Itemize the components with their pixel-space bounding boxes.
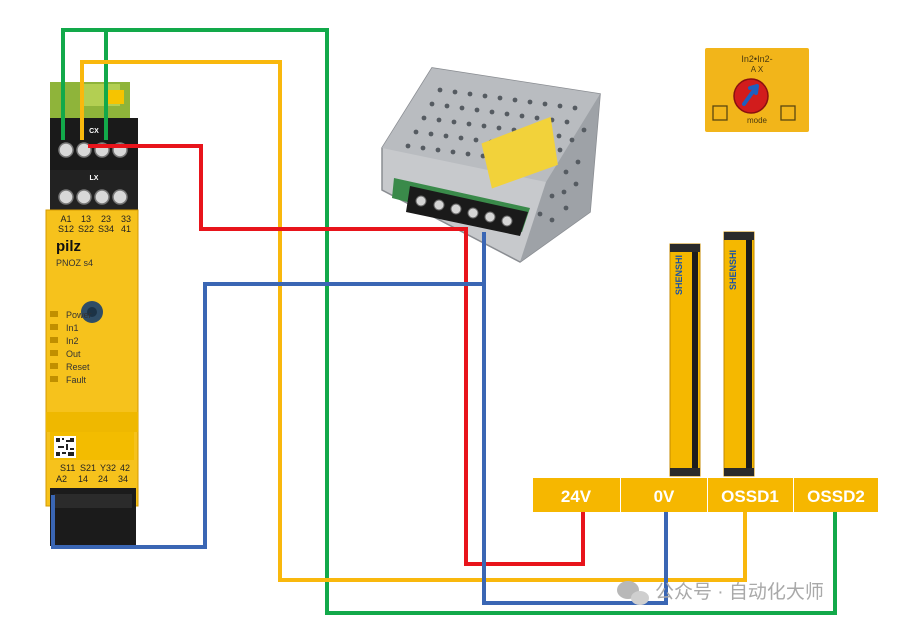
mode-switch-right-symbol-icon [780, 105, 796, 121]
wire-red [88, 144, 585, 566]
relay-brand: pilz [56, 238, 81, 255]
terminal-label-ossd2: OSSD2 [807, 487, 865, 506]
relay-led-fault: Fault [66, 375, 87, 385]
watermark: 公众号 · 自动化大师 [617, 581, 824, 605]
relay-terminal-24: 24 [98, 474, 108, 484]
terminal-ossd2 [794, 478, 878, 512]
relay-terminal-14: 14 [78, 474, 88, 484]
mode-switch: In2•In2- A X mode [705, 48, 809, 132]
relay-terminal-s34: S34 [98, 224, 114, 234]
mode-switch-label-ax: A X [751, 65, 764, 74]
watermark-text: 公众号 · 自动化大师 [655, 581, 824, 603]
terminal-24v [533, 478, 620, 512]
relay-group-label-1: CX [89, 128, 99, 135]
mode-switch-left-symbol-icon [712, 105, 728, 121]
terminal-label-ossd1: OSSD1 [721, 487, 779, 506]
relay-terminal-33: 33 [121, 214, 131, 224]
relay-terminal-34: 34 [118, 474, 128, 484]
wires [51, 28, 837, 615]
mode-switch-mode-label: mode [747, 116, 768, 125]
mode-arrow-icon [742, 84, 759, 106]
relay-terminal-a2: A2 [56, 474, 67, 484]
light-curtain-emitter-brand: SHENSHI [674, 255, 684, 295]
relay-lower-band [46, 412, 138, 432]
terminal-ossd1 [708, 478, 793, 512]
light-curtain-emitter: SHENSHI [669, 243, 701, 477]
wire-green [61, 28, 837, 615]
wechat-icon [617, 581, 649, 605]
safety-relay: CX LX A1 13 23 33 S12 S22 S34 41 pilz PN… [45, 82, 139, 546]
relay-terminal-13: 13 [81, 214, 91, 224]
power-supply-label-sticker [481, 116, 558, 189]
relay-led-in1: In1 [66, 323, 79, 333]
relay-led-out: Out [66, 349, 81, 359]
power-supply [381, 67, 601, 263]
wire-yellow [80, 60, 747, 582]
relay-group-label-2: LX [90, 175, 99, 182]
relay-led-in2: In2 [66, 336, 79, 346]
power-supply-terminal-strip [406, 186, 528, 236]
terminal-label-0v: 0V [654, 487, 675, 506]
relay-top-tab [108, 90, 124, 104]
mode-switch-label-in: In2•In2- [741, 54, 772, 64]
relay-led-power: Power [66, 310, 92, 320]
relay-terminal-s21: S21 [80, 463, 96, 473]
relay-terminal-23: 23 [101, 214, 111, 224]
terminal-label-24v: 24V [561, 487, 592, 506]
qr-code-icon [54, 436, 76, 458]
relay-led-column [50, 311, 58, 382]
light-curtain: SHENSHI SHENSHI [669, 231, 755, 477]
relay-terminal-42: 42 [120, 463, 130, 473]
relay-model: PNOZ s4 [56, 258, 93, 268]
relay-terminal-41: 41 [121, 224, 131, 234]
light-curtain-receiver: SHENSHI [723, 231, 755, 477]
relay-screws-row-2 [58, 189, 128, 205]
light-curtain-receiver-brand: SHENSHI [728, 250, 738, 290]
relay-terminal-s12: S12 [58, 224, 74, 234]
relay-terminal-s22: S22 [78, 224, 94, 234]
relay-terminal-y32: Y32 [100, 463, 116, 473]
relay-led-reset: Reset [66, 362, 90, 372]
relay-terminal-s11: S11 [60, 463, 75, 473]
wire-blue [51, 232, 668, 605]
relay-terminal-a1: A1 [60, 214, 71, 224]
terminal-block: 24V 0V OSSD1 OSSD2 [533, 478, 878, 512]
power-supply-terminal-screws [415, 195, 513, 227]
terminal-0v [621, 478, 707, 512]
